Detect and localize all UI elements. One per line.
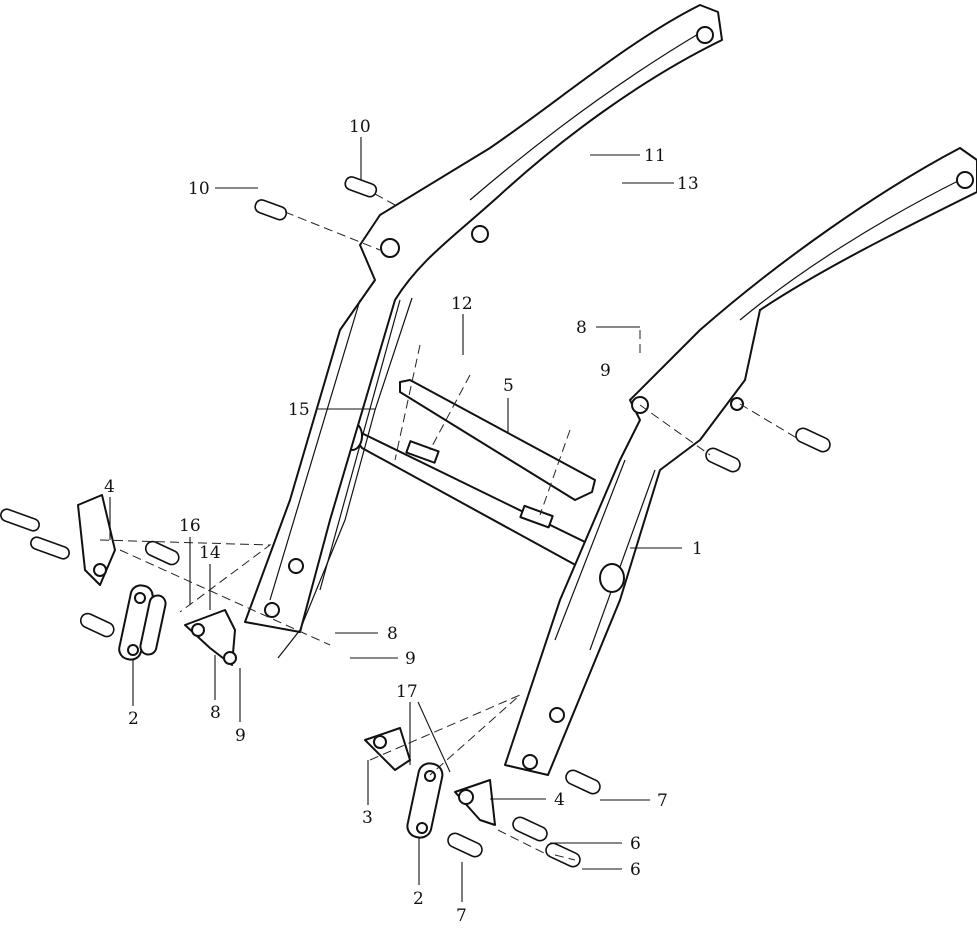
callout-8: 8 xyxy=(210,703,221,723)
left-boom-arm xyxy=(244,4,723,633)
right-lower-links xyxy=(254,176,831,868)
callout-17: 17 xyxy=(396,682,418,702)
callout-11: 11 xyxy=(644,146,666,166)
callout-10: 10 xyxy=(349,117,371,137)
part-15-hose xyxy=(277,297,413,659)
callout-9: 9 xyxy=(600,361,611,381)
callout-16: 16 xyxy=(179,516,201,536)
callout-14: 14 xyxy=(199,543,221,563)
callout-8: 8 xyxy=(576,318,587,338)
callout-13: 13 xyxy=(677,174,699,194)
callout-10: 10 xyxy=(188,179,210,199)
callout-9: 9 xyxy=(405,649,416,669)
right-boom-arm xyxy=(504,147,977,776)
callout-4: 4 xyxy=(104,477,115,497)
part-5-shield xyxy=(399,379,596,529)
assembly-lines xyxy=(99,193,801,861)
leader-lines xyxy=(109,137,682,902)
callout-6: 6 xyxy=(630,834,641,854)
callout-2: 2 xyxy=(128,709,139,729)
callout-7: 7 xyxy=(657,791,668,811)
callout-3: 3 xyxy=(362,808,373,828)
callout-15: 15 xyxy=(288,400,310,420)
callout-8: 8 xyxy=(387,624,398,644)
callout-5: 5 xyxy=(503,376,514,396)
callout-2: 2 xyxy=(413,889,424,909)
callout-12: 12 xyxy=(451,294,473,314)
callout-9: 9 xyxy=(235,726,246,746)
callout-6: 6 xyxy=(630,860,641,880)
callout-labels: 10 10 11 13 12 8 9 5 15 1 4 16 14 8 9 2 … xyxy=(104,117,703,926)
callout-7: 7 xyxy=(456,906,467,926)
callout-4: 4 xyxy=(554,790,565,810)
callout-1: 1 xyxy=(692,539,703,559)
left-lower-links xyxy=(0,494,237,666)
